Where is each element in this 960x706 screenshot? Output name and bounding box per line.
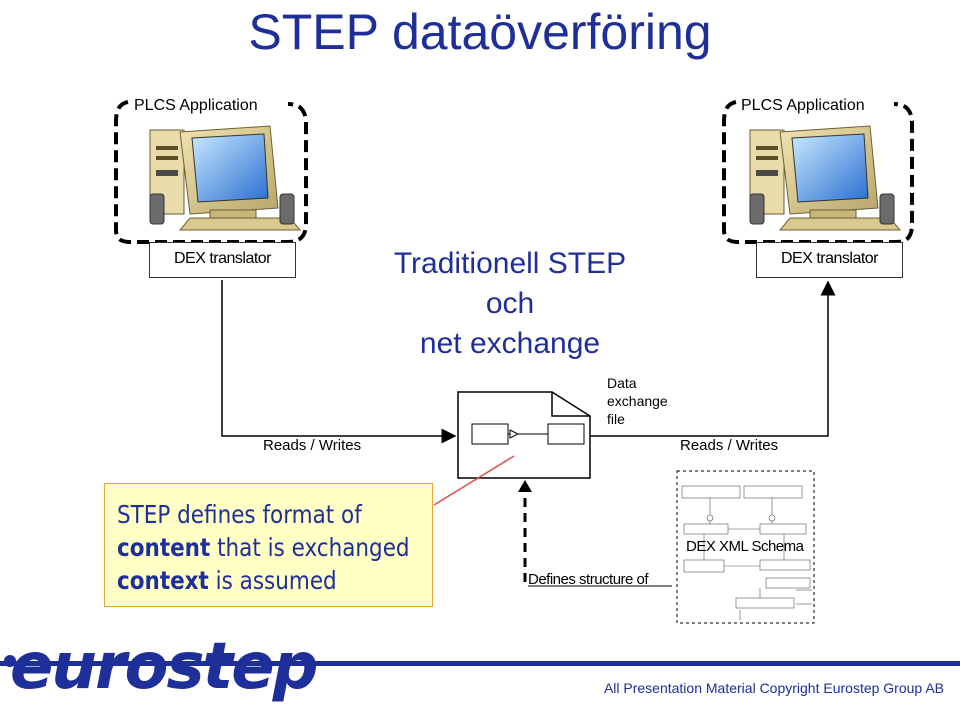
left-computer-icon [149, 125, 302, 231]
right-app-label: PLCS Application [740, 96, 866, 116]
left-connector-arrow [221, 280, 457, 444]
defines-structure-label: Defines structure of [528, 571, 649, 588]
data-file-label-line2: exchange [607, 393, 668, 409]
logo-mark-icon [4, 655, 16, 667]
left-app-frame [114, 100, 308, 244]
right-computer-icon [749, 125, 902, 231]
right-translator-box: DEX translator [756, 242, 903, 278]
data-file-label-line1: Data [607, 375, 637, 391]
right-connector-arrow [588, 280, 836, 437]
footer-divider [0, 661, 960, 666]
callout-line [433, 455, 515, 506]
center-caption-line1: Traditionell STEP [393, 247, 627, 280]
page-title: STEP dataöverföring [248, 4, 712, 60]
step-note-box: STEP defines format of content that is e… [104, 483, 433, 607]
step-note-context-word: context [117, 566, 209, 595]
defines-arrow [518, 480, 672, 587]
data-file-icon [457, 391, 591, 479]
left-reads-writes-label: Reads / Writes [263, 437, 362, 454]
eurostep-logo: eurostep [10, 630, 318, 704]
step-note-line2: content that is exchanged [117, 531, 410, 564]
left-app-label: PLCS Application [133, 96, 259, 116]
schema-diagram-thumbnail [676, 470, 815, 624]
center-caption-line2: och [485, 287, 535, 320]
schema-label: DEX XML Schema [686, 538, 804, 555]
center-caption-line3: net exchange [419, 327, 601, 360]
step-note-content-word: content [117, 533, 211, 562]
copyright-text: All Presentation Material Copyright Euro… [603, 680, 944, 696]
step-note-line2-rest: that is exchanged [210, 533, 410, 562]
data-file-label-line3: file [607, 411, 625, 427]
right-reads-writes-label: Reads / Writes [680, 437, 779, 454]
step-note-line1: STEP defines format of [117, 500, 362, 529]
step-note-line3-rest: is assumed [208, 566, 337, 595]
step-note-line3: context is assumed [117, 564, 337, 597]
right-app-frame [722, 100, 914, 244]
left-translator-box: DEX translator [149, 242, 296, 278]
